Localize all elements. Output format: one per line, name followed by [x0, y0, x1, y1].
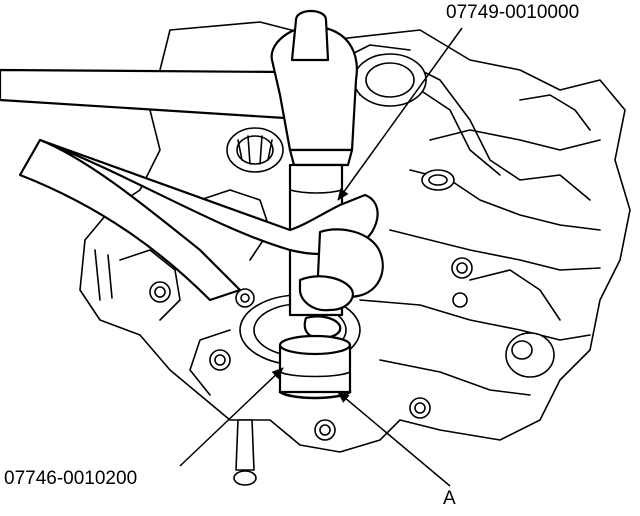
callout-attachment: 07746-0010200 — [4, 468, 138, 490]
callout-part-a: A — [443, 488, 456, 510]
leader-part-a — [337, 391, 451, 487]
attachment-sleeve — [278, 334, 352, 400]
callout-driver-handle: 07749-0010000 — [446, 2, 580, 24]
leader-attachment — [179, 367, 284, 467]
leader-driver-handle — [337, 27, 463, 201]
hammer — [0, 9, 358, 167]
hand — [18, 138, 384, 340]
